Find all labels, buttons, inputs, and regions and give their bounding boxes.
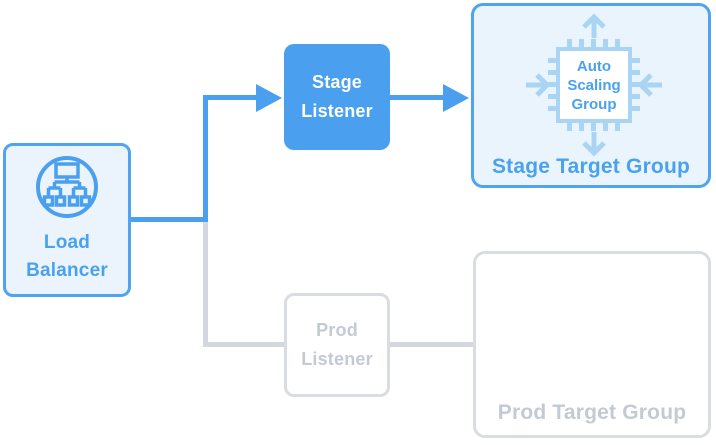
prod-listener-label: Prod Listener	[301, 320, 373, 369]
stage-listener-label: Stage Listener	[301, 72, 373, 121]
stage-target-group-node: Auto Scaling Group Stage Target Group	[471, 3, 711, 188]
arrowhead-into-stage-target-icon	[443, 84, 469, 112]
arrow-inward-left-icon	[526, 73, 551, 97]
prod-listener-node: Prod Listener	[284, 293, 390, 397]
arrow-inward-right-icon	[637, 73, 662, 97]
stage-target-group-label: Stage Target Group	[491, 155, 691, 178]
connector-prod-listener-to-target	[390, 342, 473, 347]
connector-to-prod-listener	[203, 342, 284, 347]
prod-target-group-node: Prod Target Group	[473, 251, 711, 438]
arrow-down-icon	[582, 132, 606, 157]
connector-to-stage-listener	[203, 95, 256, 100]
connector-lb-to-stage-vertical	[203, 95, 208, 222]
chip-pins	[548, 39, 640, 131]
auto-scaling-group-label: Auto Scaling Group	[567, 57, 621, 113]
connector-lb-horizontal	[131, 217, 208, 222]
prod-target-group-label: Prod Target Group	[497, 401, 687, 424]
arrow-up-icon	[582, 13, 606, 38]
connector-lb-to-prod-vertical	[203, 222, 208, 347]
load-balancer-node: Load Balancer	[3, 143, 131, 297]
load-balancer-label: Load Balancer	[26, 231, 108, 282]
sitemap-icon	[36, 155, 98, 218]
connector-stage-listener-to-target	[390, 95, 443, 100]
stage-listener-node: Stage Listener	[284, 44, 390, 150]
chip-icon	[526, 13, 662, 157]
arrowhead-into-stage-listener-icon	[256, 84, 282, 112]
